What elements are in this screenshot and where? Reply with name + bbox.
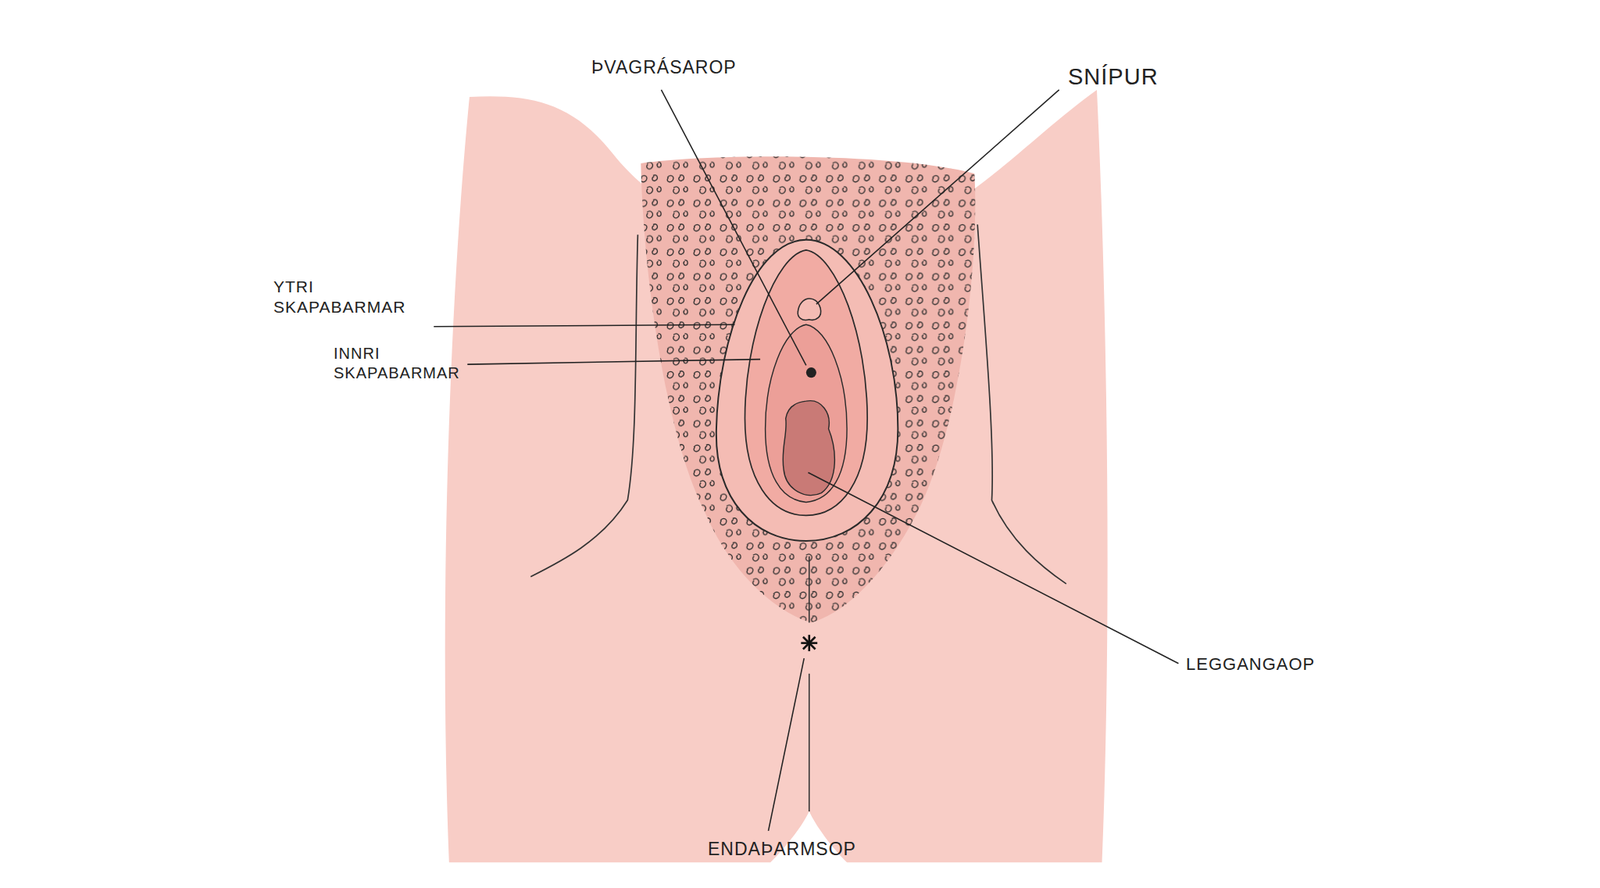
label-text: ÞVAGRÁSAROP: [591, 56, 795, 79]
anus-symbol: [800, 634, 818, 651]
urethral-opening: [806, 367, 817, 378]
inner-labia: [744, 250, 868, 515]
gluteal-crease: [808, 673, 811, 811]
body-outline: [445, 89, 1108, 862]
label-text: YTRI SKAPABARMAR: [273, 276, 403, 318]
thigh-line: [530, 234, 638, 576]
pubic-hair: [640, 156, 975, 622]
hair-region: [640, 156, 975, 622]
clitoral-hood: [797, 298, 821, 320]
label-text: SNÍPUR: [1067, 62, 1225, 91]
outer-labia: [716, 239, 899, 541]
label-text: INNRI SKAPABARMAR: [333, 343, 459, 383]
vestibule: [765, 324, 847, 502]
label-text: LEGGANGAOP: [1185, 653, 1374, 675]
leader-lines: [433, 89, 1179, 831]
thigh-line: [977, 224, 1067, 584]
label-text: ENDAÞARMSOP: [707, 837, 911, 861]
perineum-line: [808, 556, 811, 623]
vaginal-opening: [782, 400, 835, 496]
